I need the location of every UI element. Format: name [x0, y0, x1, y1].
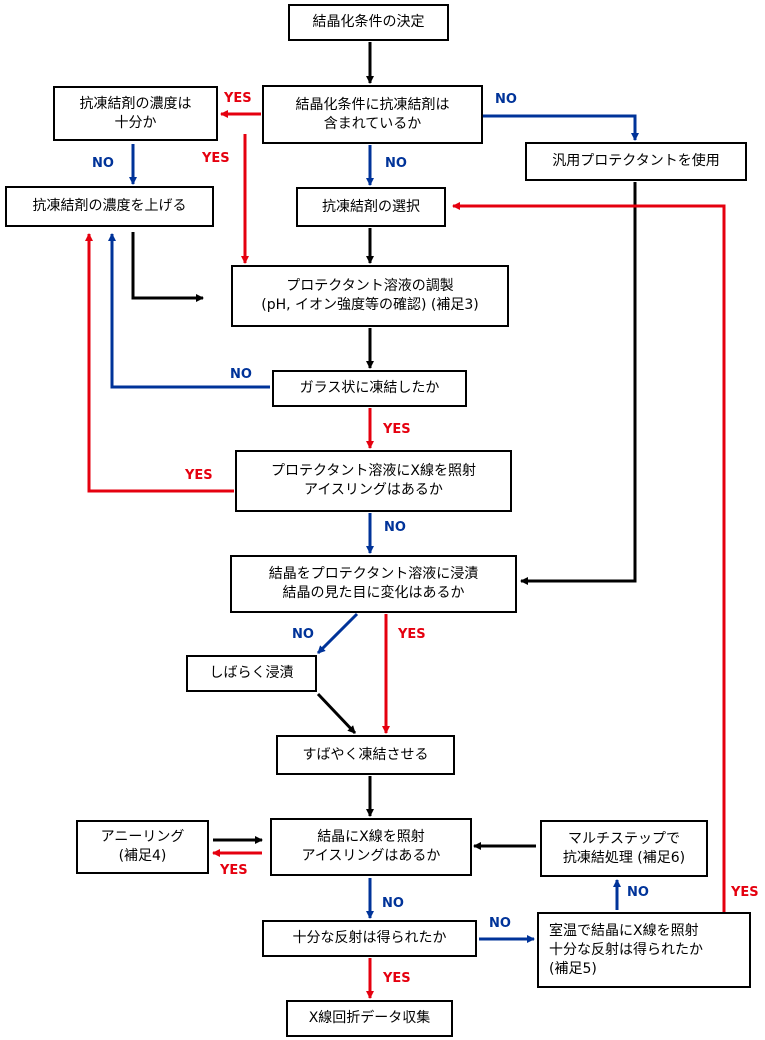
label-no-enough: NO: [92, 156, 114, 171]
node-glassy-frozen: ガラス状に凍結したか: [272, 370, 467, 407]
node-soak-crystal-change: 結晶をプロテクタント溶液に浸漬 結晶の見た目に変化はあるか: [230, 555, 517, 613]
node-use-general-protectant: 汎用プロテクタントを使用: [525, 142, 747, 181]
arrow-soak-no-to-soakmore: [316, 612, 359, 655]
label-yes-reflect: YES: [383, 971, 411, 986]
arrow-glass-no-to-raise: [108, 233, 270, 389]
label-no-xraycrys: NO: [382, 896, 404, 911]
label-yes-enough: YES: [202, 151, 230, 166]
arrow-xraysol-yes-to-raise: [85, 233, 234, 493]
label-yes-glass: YES: [383, 422, 411, 437]
node-raise-concentration: 抗凍結剤の濃度を上げる: [5, 186, 214, 227]
node-select-cryoprotectant: 抗凍結剤の選択: [296, 187, 446, 227]
label-no-soak: NO: [292, 627, 314, 642]
arrow-contains-no-to-general: [481, 114, 639, 141]
node-xray-crystal-icering: 結晶にX線を照射 アイスリングはあるか: [270, 818, 472, 876]
node-flash-freeze: すばやく凍結させる: [276, 735, 455, 775]
arrow-general-to-soak: [520, 182, 637, 585]
node-annealing: アニーリング (補足4): [76, 820, 209, 874]
label-yes-xraysol: YES: [185, 468, 213, 483]
label-yes-roomtemp: YES: [731, 885, 759, 900]
node-room-temp-xray: 室温で結晶にX線を照射 十分な反射は得られたか (補足5): [537, 912, 751, 988]
label-no-roomtemp: NO: [627, 885, 649, 900]
label-no-glass: NO: [230, 367, 252, 382]
node-concentration-enough: 抗凍結剤の濃度は 十分か: [53, 86, 218, 141]
node-sufficient-reflections: 十分な反射は得られたか: [262, 920, 477, 957]
node-multistep-cryo-treatment: マルチステップで 抗凍結処理 (補足6): [540, 820, 708, 877]
label-no-reflect: NO: [489, 916, 511, 931]
node-soak-for-a-while: しばらく浸漬: [186, 655, 317, 692]
node-prepare-protectant-solution: プロテクタント溶液の調製 (pH, イオン強度等の確認) (補足3): [231, 265, 509, 327]
label-no-contains-right: NO: [495, 92, 517, 107]
arrow-raise-to-prepare: [131, 232, 204, 302]
label-yes-xraycrys: YES: [220, 863, 248, 878]
arrow-soakmore-to-freeze: [316, 692, 357, 735]
label-yes-contains: YES: [224, 91, 252, 106]
arrow-roomtemp-yes-to-select: [452, 202, 726, 912]
label-no-contains-down: NO: [385, 156, 407, 171]
node-contains-cryoprotectant: 結晶化条件に抗凍結剤は 含まれているか: [262, 85, 483, 144]
label-no-xraysol: NO: [384, 520, 406, 535]
node-decide-conditions: 結晶化条件の決定: [288, 4, 449, 41]
node-xray-protectant-icering: プロテクタント溶液にX線を照射 アイスリングはあるか: [235, 450, 512, 512]
label-yes-soak: YES: [398, 627, 426, 642]
node-collect-xray-data: X線回折データ収集: [286, 1000, 453, 1037]
